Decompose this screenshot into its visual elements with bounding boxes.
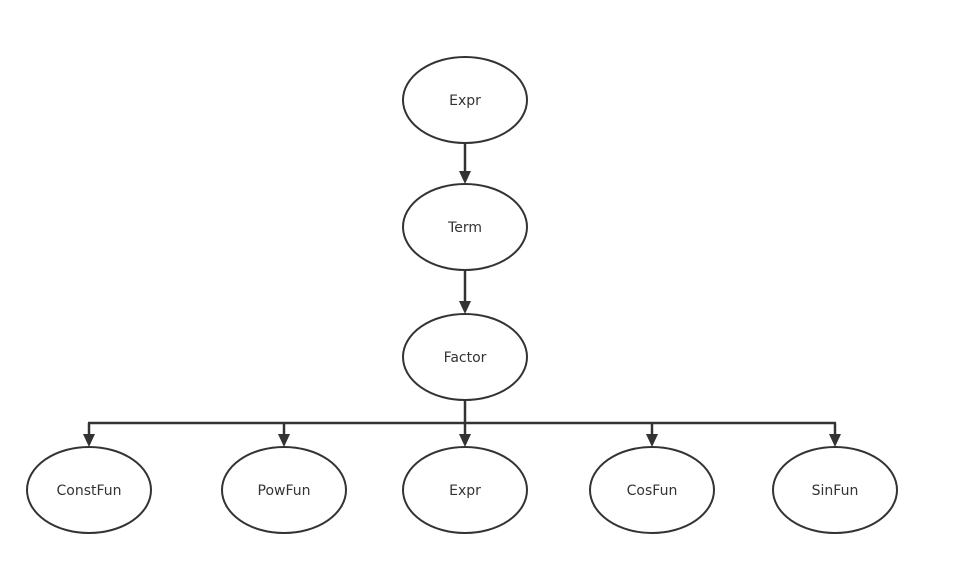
- arrowhead-cosfun: [646, 434, 658, 447]
- node-powfun-label: PowFun: [258, 483, 311, 499]
- arrowhead-term: [459, 171, 471, 184]
- node-cosfun-label: CosFun: [627, 483, 678, 499]
- node-expr-child: Expr: [402, 446, 528, 534]
- edges-layer: [83, 143, 841, 447]
- node-constfun: ConstFun: [26, 446, 152, 534]
- node-cosfun-ellipse: [589, 446, 715, 534]
- node-factor-label: Factor: [444, 350, 487, 366]
- arrowhead-sinfun: [829, 434, 841, 447]
- arrowhead-constfun: [83, 434, 95, 447]
- arrowhead-factor: [459, 301, 471, 314]
- node-sinfun: SinFun: [772, 446, 898, 534]
- node-constfun-label: ConstFun: [56, 483, 121, 499]
- node-expr-root-ellipse: [402, 56, 528, 144]
- node-sinfun-label: SinFun: [812, 483, 859, 499]
- node-expr-root-label: Expr: [449, 93, 481, 109]
- node-sinfun-ellipse: [772, 446, 898, 534]
- node-powfun: PowFun: [221, 446, 347, 534]
- node-constfun-ellipse: [26, 446, 152, 534]
- node-term-label: Term: [447, 220, 482, 236]
- node-factor-ellipse: [402, 313, 528, 401]
- node-term: Term: [402, 183, 528, 271]
- node-factor: Factor: [402, 313, 528, 401]
- arrowhead-powfun: [278, 434, 290, 447]
- node-expr-root: Expr: [402, 56, 528, 144]
- node-expr-child-ellipse: [402, 446, 528, 534]
- node-cosfun: CosFun: [589, 446, 715, 534]
- node-powfun-ellipse: [221, 446, 347, 534]
- node-expr-child-label: Expr: [449, 483, 481, 499]
- arrowhead-expr-child: [459, 434, 471, 447]
- node-term-ellipse: [402, 183, 528, 271]
